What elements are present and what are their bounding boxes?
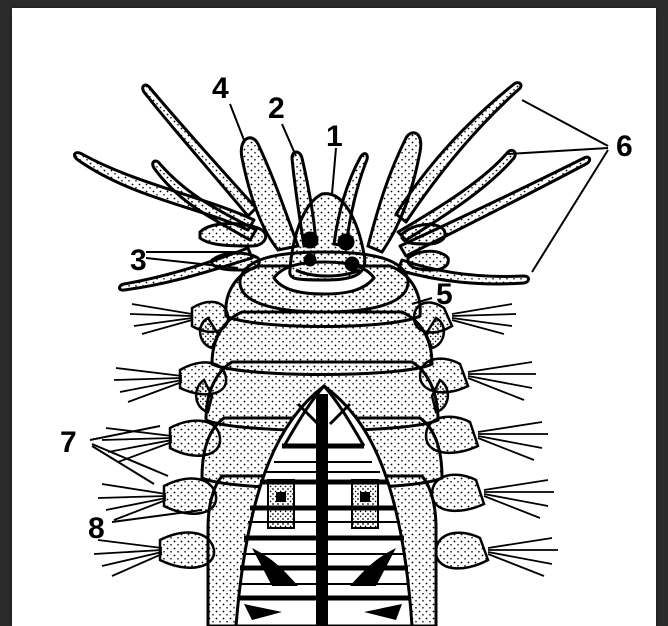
label-7: 7 [60, 426, 77, 459]
polychaete-diagram: 1 2 3 4 5 6 7 8 [12, 8, 656, 626]
label-4: 4 [212, 72, 229, 105]
document-page: 1 2 3 4 5 6 7 8 [12, 8, 656, 626]
label-8: 8 [88, 512, 105, 545]
label-2: 2 [268, 92, 285, 125]
label-6: 6 [616, 130, 633, 163]
label-1: 1 [326, 120, 343, 153]
label-5: 5 [436, 278, 453, 311]
label-3: 3 [130, 244, 147, 277]
head [240, 133, 421, 312]
